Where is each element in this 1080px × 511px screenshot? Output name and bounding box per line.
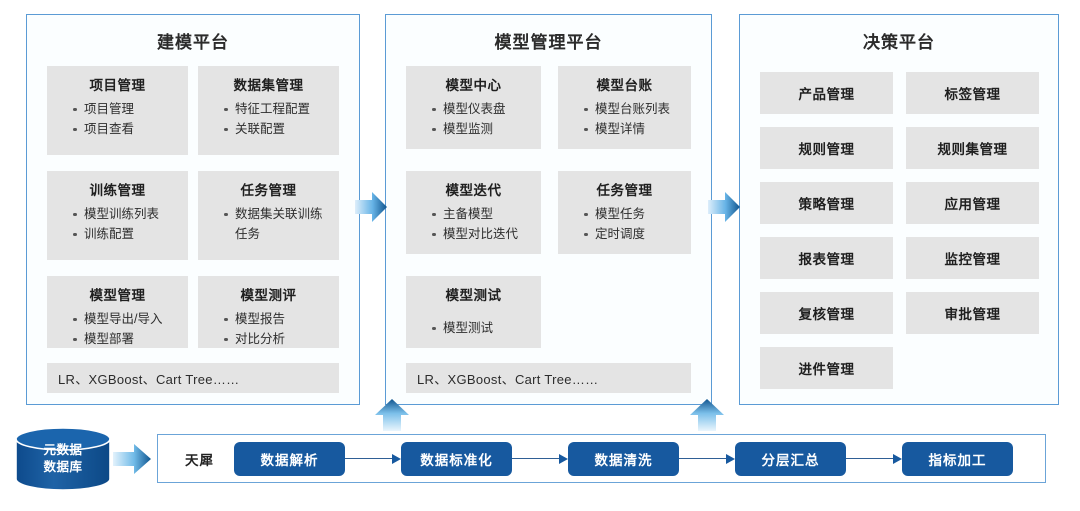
card-title: 项目管理 <box>89 78 146 93</box>
list-item[interactable]: 模型训练列表 <box>73 204 178 224</box>
card-item-list: 特征工程配置 关联配置 <box>208 99 329 139</box>
pipeline-step-metric-processing[interactable]: 指标加工 <box>902 441 1013 476</box>
list-item[interactable]: 模型仪表盘 <box>432 99 531 119</box>
pipeline-platform-name: 天犀 <box>185 452 214 468</box>
list-item[interactable]: 模型对比迭代 <box>432 224 531 244</box>
dec-button-rule-management[interactable]: 规则管理 <box>760 127 893 169</box>
card-model-testing[interactable]: 模型测试 模型测试 <box>406 276 541 348</box>
dec-button-approval-management[interactable]: 审批管理 <box>906 292 1039 334</box>
list-item[interactable]: 模型台账列表 <box>584 99 681 119</box>
arrow-right-icon <box>355 192 387 222</box>
list-item[interactable]: 主备模型 <box>432 204 531 224</box>
list-item[interactable]: 特征工程配置 <box>224 99 329 119</box>
pipeline-connector-arrow-icon <box>512 453 568 464</box>
card-title: 模型迭代 <box>445 183 502 198</box>
card-item-list: 模型任务 定时调度 <box>568 204 681 244</box>
panel-title-modeling: 建模平台 <box>157 33 229 52</box>
card-item-list: 主备模型 模型对比迭代 <box>416 204 531 244</box>
dec-button-ruleset-management[interactable]: 规则集管理 <box>906 127 1039 169</box>
card-title: 数据集管理 <box>233 78 304 93</box>
dec-button-report-management[interactable]: 报表管理 <box>760 237 893 279</box>
card-task-management[interactable]: 任务管理 模型任务 定时调度 <box>558 171 691 254</box>
list-item[interactable]: 关联配置 <box>224 119 329 139</box>
dec-button-review-management[interactable]: 复核管理 <box>760 292 893 334</box>
list-item[interactable]: 模型部署 <box>73 329 178 349</box>
dec-button-strategy-management[interactable]: 策略管理 <box>760 182 893 224</box>
card-item-list: 模型测试 <box>416 318 531 338</box>
pipeline-step-layered-aggregation[interactable]: 分层汇总 <box>735 441 846 476</box>
list-item[interactable]: 模型导出/导入 <box>73 309 178 329</box>
list-item[interactable]: 模型详情 <box>584 119 681 139</box>
modeling-card-row-2: 训练管理 模型训练列表 训练配置 任务管理 数据集关联训练任务 <box>27 171 359 260</box>
database-cylinder-icon <box>15 428 111 490</box>
panel-title-decision: 决策平台 <box>863 33 935 52</box>
list-item[interactable]: 模型监测 <box>432 119 531 139</box>
mgmt-card-row-3: 模型测试 模型测试 <box>386 276 711 348</box>
arrow-right-icon <box>113 444 151 474</box>
card-item-list: 模型导出/导入 模型部署 <box>57 309 178 349</box>
card-model-iteration[interactable]: 模型迭代 主备模型 模型对比迭代 <box>406 171 541 254</box>
card-model-evaluation[interactable]: 模型测评 模型报告 对比分析 <box>198 276 339 348</box>
card-item-list: 模型台账列表 模型详情 <box>568 99 681 139</box>
modeling-algorithm-strip: LR、XGBoost、Cart Tree…… <box>47 363 339 393</box>
arrow-right-icon <box>708 192 740 222</box>
modeling-card-row-3: 模型管理 模型导出/导入 模型部署 模型测评 模型报告 对比分析 <box>27 276 359 348</box>
card-title: 模型测评 <box>240 288 297 303</box>
panel-title-management: 模型管理平台 <box>494 33 603 52</box>
panel-modeling-platform: 建模平台 项目管理 项目管理 项目查看 数据集管理 特征工程配置 关联配置 训练… <box>26 14 360 405</box>
pipeline-step-data-standardization[interactable]: 数据标准化 <box>401 441 512 476</box>
panel-model-management-platform: 模型管理平台 模型中心 模型仪表盘 模型监测 模型台账 模型台账列表 模型详情 … <box>385 14 712 405</box>
list-item[interactable]: 项目查看 <box>73 119 178 139</box>
card-project-management[interactable]: 项目管理 项目管理 项目查看 <box>47 66 188 155</box>
list-item[interactable]: 对比分析 <box>224 329 329 349</box>
card-item-list: 数据集关联训练任务 <box>208 204 329 244</box>
pipeline-steps: 数据解析 数据标准化 数据清洗 分层汇总 指标加工 <box>234 441 1045 476</box>
card-title: 模型测试 <box>445 288 502 303</box>
card-title: 模型管理 <box>89 288 146 303</box>
mgmt-card-row-1: 模型中心 模型仪表盘 模型监测 模型台账 模型台账列表 模型详情 <box>386 66 711 149</box>
dec-button-application-management[interactable]: 应用管理 <box>906 182 1039 224</box>
list-item[interactable]: 模型报告 <box>224 309 329 329</box>
pipeline-connector-arrow-icon <box>345 453 401 464</box>
list-item[interactable]: 模型任务 <box>584 204 681 224</box>
card-model-management[interactable]: 模型管理 模型导出/导入 模型部署 <box>47 276 188 348</box>
decision-button-grid: 产品管理 标签管理 规则管理 规则集管理 策略管理 应用管理 报表管理 监控管理… <box>760 72 1040 389</box>
dec-button-intake-management[interactable]: 进件管理 <box>760 347 893 389</box>
data-pipeline-container: 天犀 数据解析 数据标准化 数据清洗 分层汇总 指标加工 <box>157 434 1046 483</box>
list-item[interactable]: 数据集关联训练任务 <box>224 204 329 244</box>
card-title: 模型台账 <box>596 78 653 93</box>
pipeline-connector-arrow-icon <box>846 453 902 464</box>
card-item-list: 项目管理 项目查看 <box>57 99 178 139</box>
pipeline-step-data-parsing[interactable]: 数据解析 <box>234 441 345 476</box>
card-task-management[interactable]: 任务管理 数据集关联训练任务 <box>198 171 339 260</box>
pipeline-connector-arrow-icon <box>679 453 735 464</box>
list-item[interactable]: 定时调度 <box>584 224 681 244</box>
modeling-card-row-1: 项目管理 项目管理 项目查看 数据集管理 特征工程配置 关联配置 <box>27 66 359 155</box>
arrow-up-icon <box>375 399 409 431</box>
list-item[interactable]: 训练配置 <box>73 224 178 244</box>
management-algorithm-strip: LR、XGBoost、Cart Tree…… <box>406 363 691 393</box>
card-training-management[interactable]: 训练管理 模型训练列表 训练配置 <box>47 171 188 260</box>
card-title: 训练管理 <box>89 183 146 198</box>
list-item[interactable]: 模型测试 <box>432 318 531 338</box>
card-item-list: 模型仪表盘 模型监测 <box>416 99 531 139</box>
dec-button-monitoring-management[interactable]: 监控管理 <box>906 237 1039 279</box>
card-item-list: 模型训练列表 训练配置 <box>57 204 178 244</box>
dec-button-product-management[interactable]: 产品管理 <box>760 72 893 114</box>
card-model-ledger[interactable]: 模型台账 模型台账列表 模型详情 <box>558 66 691 149</box>
card-dataset-management[interactable]: 数据集管理 特征工程配置 关联配置 <box>198 66 339 155</box>
card-item-list: 模型报告 对比分析 <box>208 309 329 349</box>
card-title: 任务管理 <box>596 183 653 198</box>
mgmt-card-row-2: 模型迭代 主备模型 模型对比迭代 任务管理 模型任务 定时调度 <box>386 171 711 254</box>
card-model-center[interactable]: 模型中心 模型仪表盘 模型监测 <box>406 66 541 149</box>
card-title: 任务管理 <box>240 183 297 198</box>
card-title: 模型中心 <box>445 78 502 93</box>
pipeline-step-data-cleaning[interactable]: 数据清洗 <box>568 441 679 476</box>
list-item[interactable]: 项目管理 <box>73 99 178 119</box>
dec-button-label-management[interactable]: 标签管理 <box>906 72 1039 114</box>
arrow-up-icon <box>690 399 724 431</box>
panel-decision-platform: 决策平台 产品管理 标签管理 规则管理 规则集管理 策略管理 应用管理 报表管理… <box>739 14 1059 405</box>
